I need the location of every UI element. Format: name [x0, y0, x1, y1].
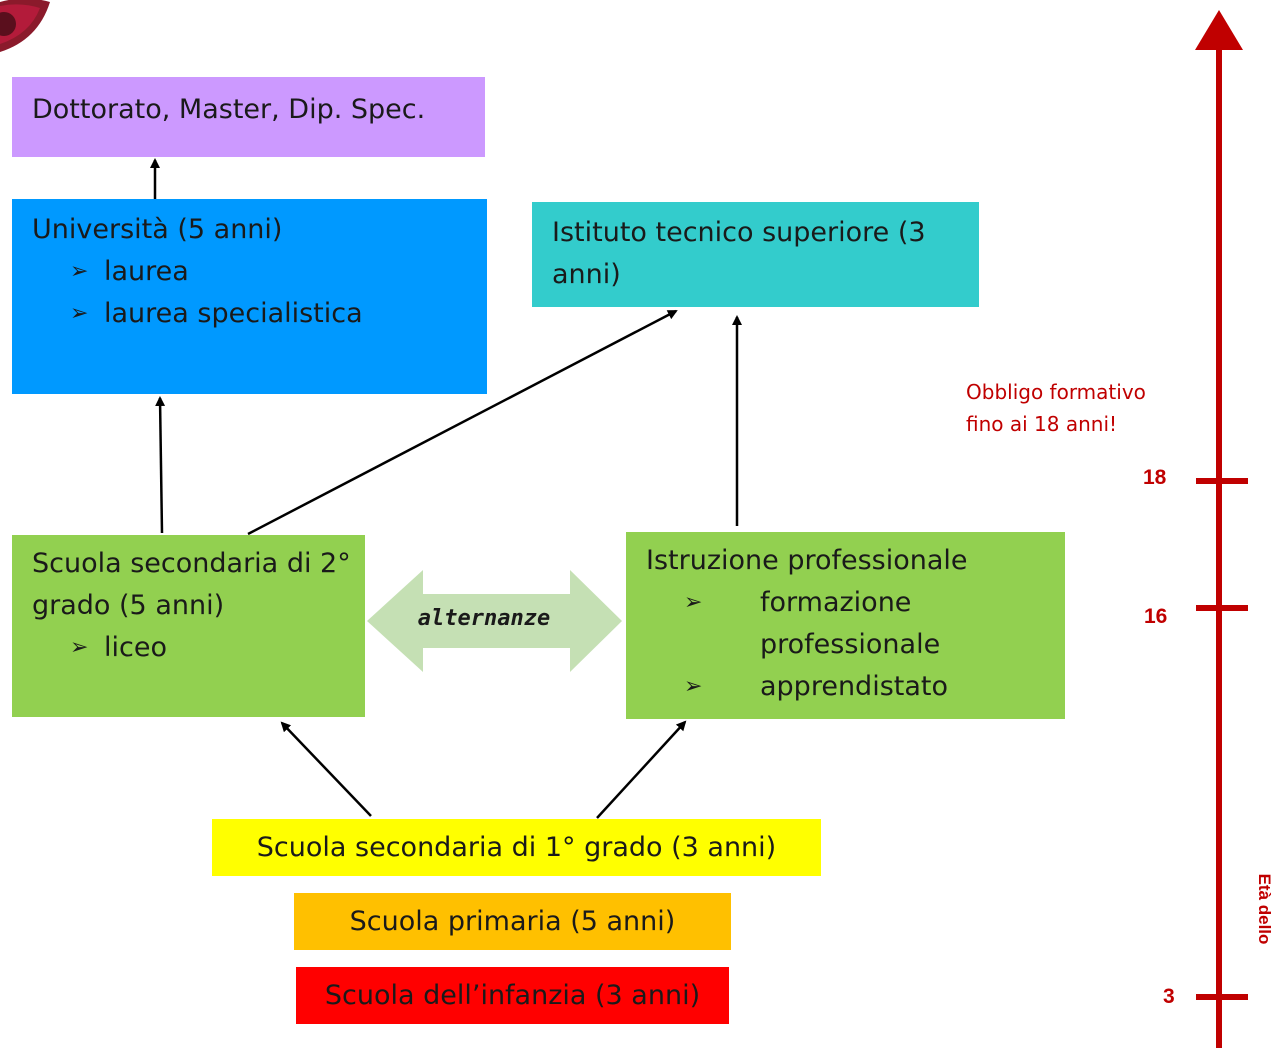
infanzia-label: Scuola dell’infanzia (3 anni)	[324, 979, 701, 1011]
universita-item-laurea: laurea	[32, 251, 487, 293]
dottorato-label: Dottorato, Master, Dip. Spec.	[32, 94, 426, 125]
secondaria1-label: Scuola secondaria di 1° grado (3 anni)	[256, 831, 777, 863]
age-tick-3: 3	[1163, 985, 1175, 1008]
arrow-secondaria2-its	[247, 309, 678, 536]
arrow-secondaria1-professionale	[596, 720, 687, 819]
alternanze-label: alternanze	[417, 606, 551, 631]
box-istituto-tecnico-superiore: Istituto tecnico superiore (3 anni)	[532, 202, 979, 307]
arrow-secondaria1-secondaria2	[280, 721, 372, 817]
alternanze-double-arrow	[367, 570, 622, 672]
eye-icon	[0, 0, 50, 52]
universita-title: Università (5 anni)	[32, 214, 283, 245]
age-axis-label: Età dello	[1255, 873, 1274, 945]
age-timeline	[1195, 10, 1248, 1048]
age-tick-16: 16	[1144, 605, 1168, 628]
box-scuola-secondaria-2-grado: Scuola secondaria di 2° grado (5 anni) l…	[12, 535, 365, 717]
primaria-label: Scuola primaria (5 anni)	[349, 905, 676, 937]
box-istruzione-professionale: Istruzione professionale formazione prof…	[626, 532, 1065, 719]
secondaria2-item-liceo: liceo	[32, 627, 355, 669]
age-tick-18: 18	[1143, 466, 1167, 489]
box-scuola-secondaria-1-grado: Scuola secondaria di 1° grado (3 anni)	[212, 819, 821, 876]
box-dottorato: Dottorato, Master, Dip. Spec.	[12, 77, 485, 157]
box-universita: Università (5 anni) laurea laurea specia…	[12, 199, 487, 394]
professionale-item-formazione: formazione professionale	[646, 582, 1055, 666]
box-scuola-infanzia: Scuola dell’infanzia (3 anni)	[296, 967, 729, 1024]
obbligo-formativo-note: Obbligo formativo fino ai 18 anni!	[966, 380, 1146, 436]
box-scuola-primaria: Scuola primaria (5 anni)	[294, 893, 731, 950]
professionale-item-apprendistato: apprendistato	[646, 666, 1055, 708]
professionale-title: Istruzione professionale	[646, 545, 968, 576]
secondaria2-title: Scuola secondaria di 2° grado (5 anni)	[32, 548, 351, 621]
arrow-secondaria2-universita	[155, 396, 166, 534]
its-label: Istituto tecnico superiore (3 anni)	[552, 217, 926, 290]
universita-item-laurea-specialistica: laurea specialistica	[32, 293, 487, 335]
